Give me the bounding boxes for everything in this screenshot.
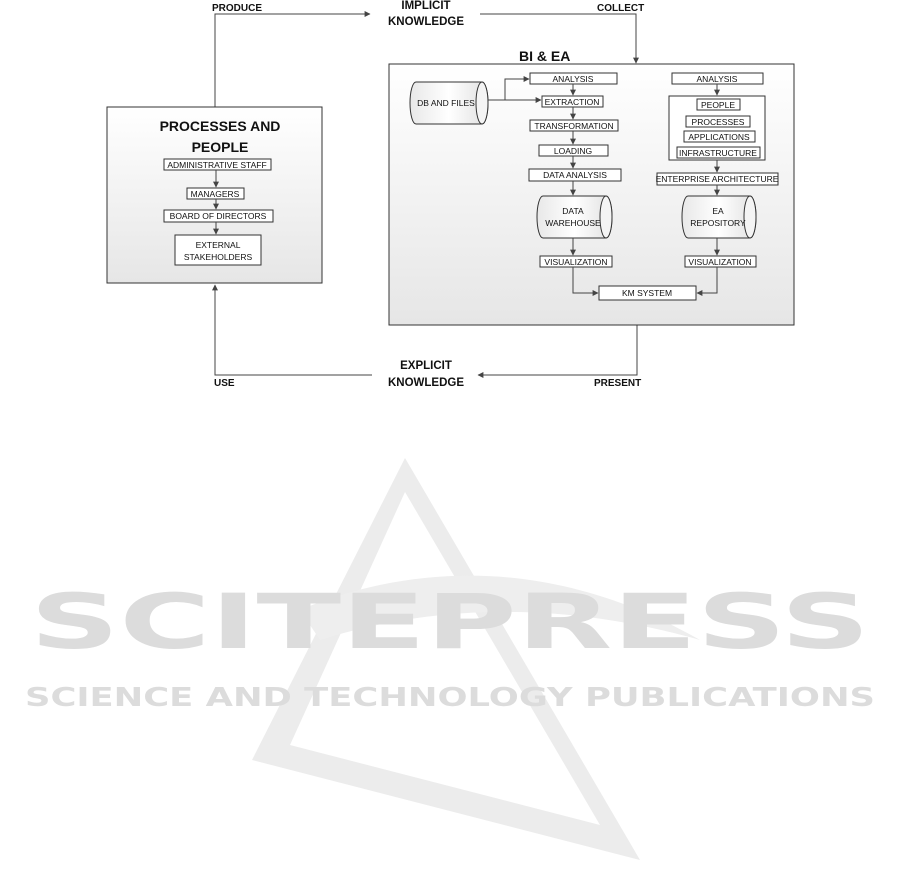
data-analysis-label: DATA ANALYSIS (543, 170, 607, 180)
loading-label: LOADING (554, 146, 592, 156)
board-of-directors-box (163, 209, 274, 223)
db-to-analysis-arrow (488, 76, 530, 101)
external-stakeholders-line2: STAKEHOLDERS (184, 252, 253, 262)
produce-arrow (214, 11, 371, 107)
administrative-staff-label: ADMINISTRATIVE STAFF (167, 160, 266, 170)
data-warehouse-line1: DATA (562, 206, 584, 216)
collect-label: COLLECT (597, 3, 644, 14)
bi-ea-panel: BI & EA DB AND FILES ANALYSIS EXTRACTION… (388, 48, 795, 326)
db-cylinder-cap (475, 81, 489, 125)
transformation-box (529, 119, 619, 132)
managers-label: MANAGERS (191, 189, 240, 199)
board-of-directors-label: BOARD OF DIRECTORS (170, 211, 267, 221)
produce-label: PRODUCE (212, 3, 262, 14)
use-arrow (212, 284, 372, 376)
bi-ea-panel-title: BI & EA (519, 48, 570, 64)
data-warehouse-cylinder: DATA WAREHOUSE (536, 195, 613, 239)
db-and-files-cylinder: DB AND FILES (409, 81, 489, 125)
explicit-knowledge-line2: KNOWLEDGE (388, 377, 464, 389)
explicit-knowledge-line1: EXPLICIT (400, 360, 452, 372)
watermark-line1: SCITEPRESS (30, 577, 870, 666)
ea-visualization-label: VISUALIZATION (688, 257, 751, 267)
external-stakeholders-box (174, 234, 262, 266)
watermark-logo-triangle (252, 458, 640, 860)
km-system-box (598, 285, 697, 301)
transformation-label: TRANSFORMATION (534, 121, 613, 131)
data-warehouse-line2: WAREHOUSE (545, 218, 601, 228)
present-label: PRESENT (594, 378, 641, 389)
extraction-label: EXTRACTION (545, 97, 600, 107)
use-label: USE (214, 378, 235, 389)
km-system-label: KM SYSTEM (622, 288, 672, 298)
processes-and-people-panel: PROCESSES AND PEOPLE ADMINISTRATIVE STAF… (106, 106, 323, 284)
bi-analysis-label: ANALYSIS (553, 74, 594, 84)
people-label: PEOPLE (701, 100, 735, 110)
external-stakeholders-line1: EXTERNAL (196, 240, 241, 250)
processes-panel-title-line2: PEOPLE (192, 139, 249, 155)
bi-visualization-label: VISUALIZATION (544, 257, 607, 267)
ea-visualization-to-km-arrow (696, 267, 718, 296)
ea-visualization-box (684, 255, 757, 268)
implicit-knowledge-line1: IMPLICIT (401, 0, 450, 12)
collect-arrow (480, 13, 639, 64)
ea-repository-line1: EA (712, 206, 724, 216)
scitepress-watermark: SCITEPRESS SCIENCE AND TECHNOLOGY PUBLIC… (25, 458, 875, 860)
applications-label: APPLICATIONS (688, 132, 750, 142)
data-analysis-box (528, 168, 622, 182)
enterprise-architecture-label: ENTERPRISE ARCHITECTURE (656, 174, 779, 184)
repository-cylinder-cap (743, 195, 757, 239)
ea-repository-line2: REPOSITORY (690, 218, 746, 228)
bi-visualization-box (539, 255, 613, 268)
people-box (696, 98, 741, 111)
implicit-knowledge-line2: KNOWLEDGE (388, 16, 464, 28)
ea-analysis-label: ANALYSIS (697, 74, 738, 84)
bi-visualization-to-km-arrow (572, 267, 599, 296)
processes-box (685, 115, 751, 128)
applications-box (683, 130, 756, 143)
administrative-staff-box (163, 158, 272, 171)
db-and-files-label: DB AND FILES (417, 98, 475, 108)
processes-label: PROCESSES (692, 117, 745, 127)
watermark-logo-swoosh (300, 575, 700, 640)
processes-panel-title-line1: PROCESSES AND (160, 118, 281, 134)
infrastructure-box (676, 146, 761, 159)
watermark-line2: SCIENCE AND TECHNOLOGY PUBLICATIONS (25, 683, 875, 713)
ea-repository-cylinder: EA REPOSITORY (681, 195, 757, 239)
present-arrow (477, 325, 638, 378)
warehouse-cylinder-cap (599, 195, 613, 239)
infrastructure-label: INFRASTRUCTURE (679, 148, 757, 158)
